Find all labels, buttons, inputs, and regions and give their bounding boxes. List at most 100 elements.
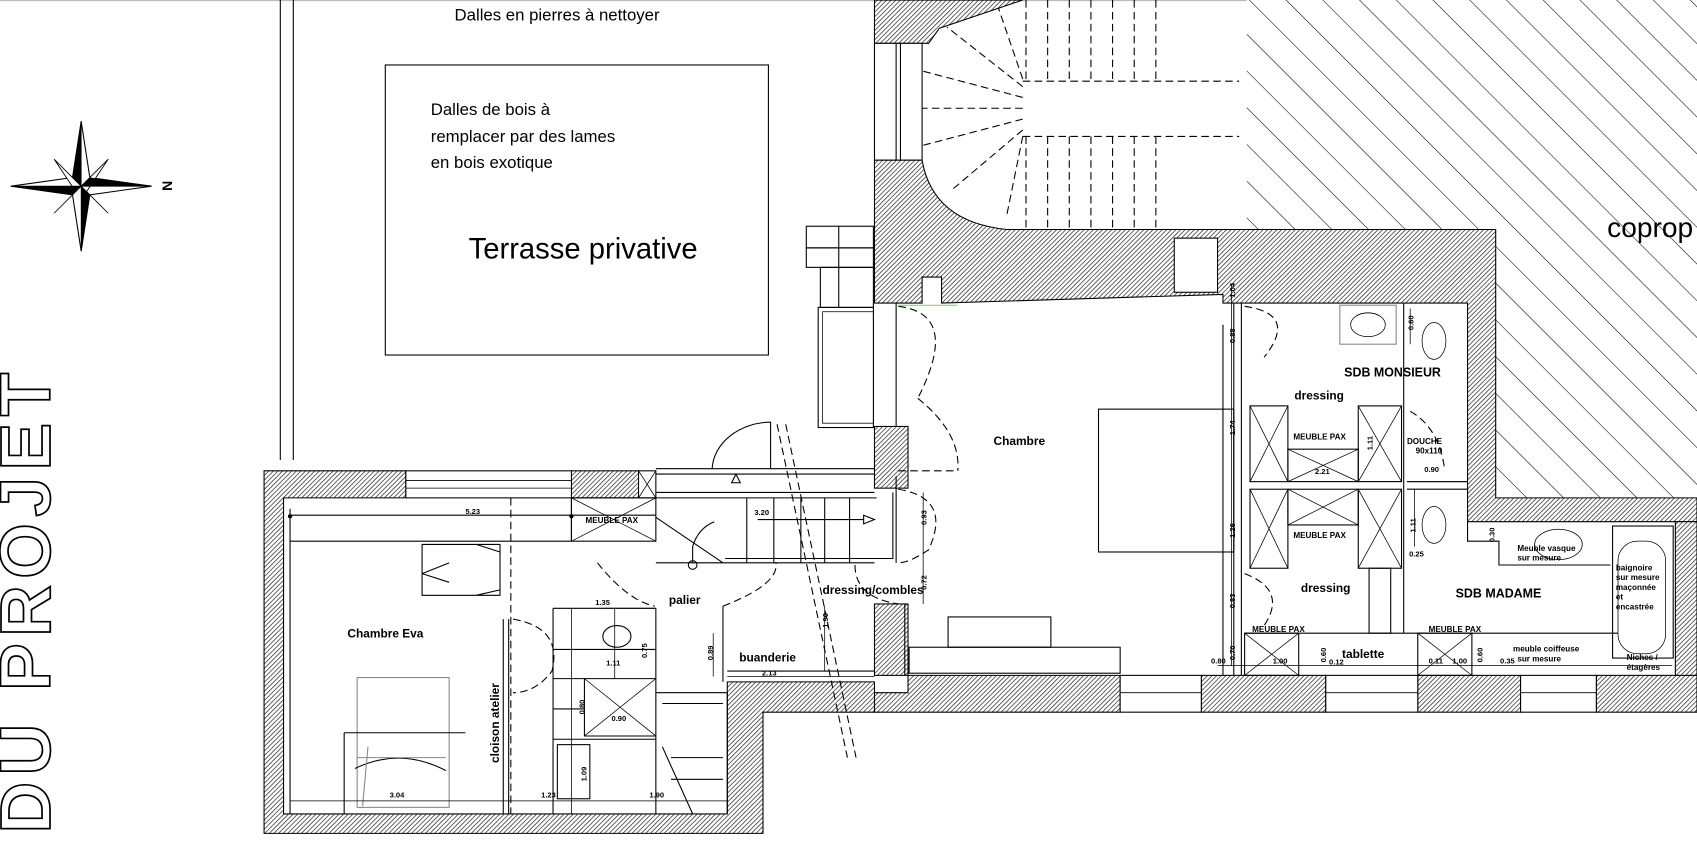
niches-label: étagères: [1627, 663, 1661, 672]
room-label-chambre: Chambre: [994, 434, 1046, 448]
window: [1325, 674, 1419, 713]
tablette-label: tablette: [1342, 647, 1385, 661]
dimension-label: 0.93: [919, 510, 928, 525]
dimension-label: 3.04: [390, 791, 406, 800]
furniture-label: MEUBLE PAX: [1429, 625, 1482, 634]
dimension-label: 0.60: [1406, 315, 1415, 330]
sink-icon: [1534, 528, 1583, 560]
terrace-door: [711, 421, 772, 469]
dimension-label: 0.90: [611, 714, 626, 723]
bathtub-label: baignoire: [1616, 563, 1653, 572]
room-label-chambre-eva: Chambre Eva: [347, 626, 423, 640]
dimension-label: 1.09: [580, 767, 589, 782]
dimension-label: 0.83: [1228, 594, 1237, 609]
dressing-furniture: [1244, 405, 1618, 676]
dimension-label: 1.90: [649, 791, 664, 800]
project-title-vertical: DU PROJET: [0, 365, 67, 834]
dimension-label: 2.13: [762, 668, 777, 677]
dimension-label: 0.35: [1500, 656, 1515, 665]
dimension-label: 2.21: [1315, 467, 1330, 476]
niches-label: Niches /: [1627, 653, 1659, 662]
terrace-note-line: Dalles de bois à: [431, 100, 551, 119]
shower-size: 90x110: [1416, 447, 1443, 456]
room-label-dressing: dressing: [1301, 581, 1351, 595]
bathtub-label: sur mesure: [1616, 573, 1660, 582]
dimension-label: 0.75: [640, 643, 649, 658]
dimension-label: 0.90: [1424, 465, 1439, 474]
room-label-palier: palier: [669, 593, 701, 607]
furniture-label: MEUBLE PAX: [1293, 432, 1346, 441]
dimension-label: 0.72: [919, 575, 928, 590]
dimension-label: 1.04: [1228, 282, 1237, 298]
compass-rose-icon: N: [10, 121, 175, 252]
furniture-label: MEUBLE PAX: [1293, 531, 1346, 540]
shower-label: DOUCHE: [1407, 437, 1443, 446]
terrace-note-top: Dalles en pierres à nettoyer: [455, 6, 660, 25]
double-door-swing: [898, 305, 959, 472]
room-label-dressing: dressing: [1294, 388, 1344, 402]
dimension-label: 1.11: [1409, 518, 1418, 532]
upper-staircase: [919, 0, 1240, 230]
bathtub-label: et: [1616, 593, 1624, 602]
bathtub: [1612, 525, 1674, 659]
bathtub-label: maçonnée: [1616, 583, 1657, 592]
dimension-label: 0.80: [577, 700, 586, 715]
door-swing: [512, 618, 555, 694]
terrace-zone: [384, 64, 769, 356]
dimension-label: 0.30: [1488, 528, 1497, 543]
dimension-label: 0.11: [1429, 656, 1443, 665]
svg-text:DU PROJET: DU PROJET: [0, 366, 66, 833]
wardrobe: [421, 543, 501, 596]
terrace-title: Terrasse privative: [469, 234, 698, 266]
door-swing: [596, 562, 655, 607]
dimension-label: 1.00: [1273, 656, 1288, 665]
room-label-buanderie: buanderie: [739, 650, 796, 664]
room-label-dressing-combles: dressing/combles: [823, 583, 924, 597]
entry-steps: [805, 225, 874, 429]
window: [405, 470, 572, 499]
dimensions: 5.23 3.20 1.35 0.75 1.11 0.80 0.90 1.09 …: [390, 282, 1515, 800]
copropriete-label: coprop: [1607, 212, 1693, 243]
dimension-label: 0.60: [1319, 648, 1328, 663]
sink-icon: [1350, 312, 1386, 338]
dimension-label: 1.11: [1365, 436, 1374, 450]
window: [873, 42, 923, 161]
toilet-icon: [602, 625, 632, 648]
dimension-label: 5.23: [465, 507, 480, 516]
dressing-table-label: meuble coiffeuse: [1513, 645, 1580, 654]
dimension-label: 0.60: [1476, 648, 1485, 663]
dimension-label: 0.88: [1228, 328, 1237, 343]
dimension-label: 0.25: [1409, 549, 1424, 558]
north-label: N: [159, 181, 175, 191]
section-line: [776, 424, 857, 758]
dimension-label: 1.11: [606, 659, 620, 668]
dimension-label: 1.26: [1228, 523, 1237, 538]
dimension-label: 0.80: [1211, 656, 1226, 665]
door-swing: [722, 562, 777, 607]
dimension-label: 1.74: [1228, 420, 1237, 436]
furniture-label: MEUBLE PAX: [1252, 625, 1305, 634]
furniture-label: MEUBLE PAX: [586, 516, 639, 525]
window: [1119, 674, 1202, 713]
bathtub-label: encastrée: [1616, 602, 1654, 611]
vanity-label: sur mesure: [1517, 554, 1561, 563]
bed: [356, 676, 450, 808]
palier-staircase: [655, 492, 894, 570]
dimension-label: 1.35: [595, 598, 610, 607]
toilet-icon: [1421, 506, 1447, 544]
window: [1520, 674, 1597, 713]
room-label-sdb-monsieur: SDB MONSIEUR: [1344, 366, 1441, 380]
walls: [263, 0, 1697, 834]
bed: [1097, 408, 1235, 553]
dressing-table-label: sur mesure: [1517, 654, 1561, 663]
dimension-label: 1.00: [1452, 656, 1467, 665]
dimension-label: 0.89: [706, 645, 715, 660]
partition-label: cloison atelier: [488, 683, 502, 763]
vanity-label: Meuble vasque: [1517, 544, 1576, 553]
room-label-sdb-madame: SDB MADAME: [1456, 586, 1542, 600]
dimension-label: 0.12: [1329, 658, 1344, 667]
dimension-label: 1.23: [541, 791, 556, 800]
dimension-label: 3.20: [754, 508, 769, 517]
dimension-label: 0.70: [1228, 645, 1237, 660]
